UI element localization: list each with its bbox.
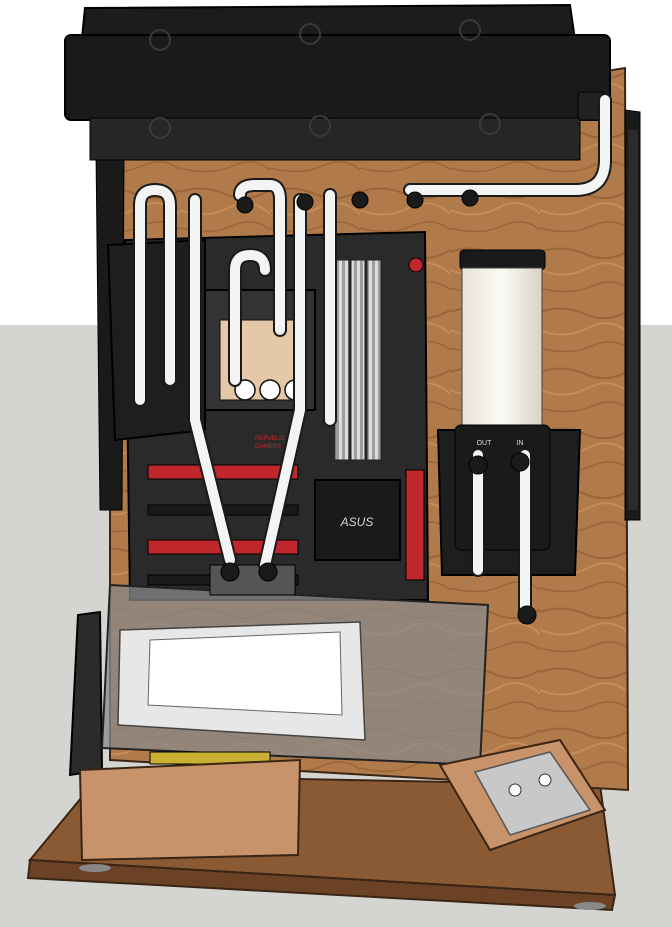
tube-fittings: [220, 189, 537, 625]
fitting-icon: [351, 191, 369, 209]
sata-ports: [405, 469, 425, 581]
fitting-icon: [236, 196, 254, 214]
wood-base-front: [26, 858, 617, 912]
fitting-icon: [517, 605, 537, 625]
reservoir-out-label: OUT: [477, 440, 493, 447]
rog-text-line1: REPUBLIC OF: [255, 436, 295, 442]
io-port-icon: [508, 783, 522, 797]
fan-icon: [309, 115, 331, 137]
fitting-icon: [468, 455, 488, 475]
motherboard-brand: ASUS: [340, 515, 374, 529]
reservoir-top-cap: [459, 249, 546, 271]
fan-icon: [459, 19, 481, 41]
fan-icon: [479, 113, 501, 135]
io-plate: [473, 751, 592, 836]
fitting-icon: [296, 193, 314, 211]
fitting-icon: [461, 189, 479, 207]
base-foot: [79, 864, 111, 872]
fitting-icon: [234, 379, 256, 401]
fitting-icon: [258, 562, 278, 582]
chipset-heatsink: [314, 479, 401, 561]
radiator-fan-strip: [89, 117, 581, 161]
fitting-icon: [220, 562, 240, 582]
fitting-icon: [406, 191, 424, 209]
ram-modules: [334, 259, 382, 461]
power-button-icon: [408, 257, 424, 273]
fan-icon: [149, 117, 171, 139]
pump-body: [454, 424, 551, 551]
gpu-block-channel: [147, 631, 343, 716]
side-vents: [628, 130, 638, 510]
reservoir-tube: [461, 267, 543, 429]
radiator-fans: [149, 19, 501, 139]
io-port-icon: [538, 773, 552, 787]
fitting-icon: [259, 379, 281, 401]
wood-stand-left: [78, 758, 302, 862]
fan-icon: [149, 29, 171, 51]
reservoir-in-label: IN: [517, 440, 524, 447]
rog-text-line2: GAMERS: [255, 444, 281, 450]
radiator-body: [64, 34, 611, 121]
base-foot: [574, 902, 606, 910]
fitting-icon: [510, 452, 530, 472]
fan-icon: [299, 23, 321, 45]
